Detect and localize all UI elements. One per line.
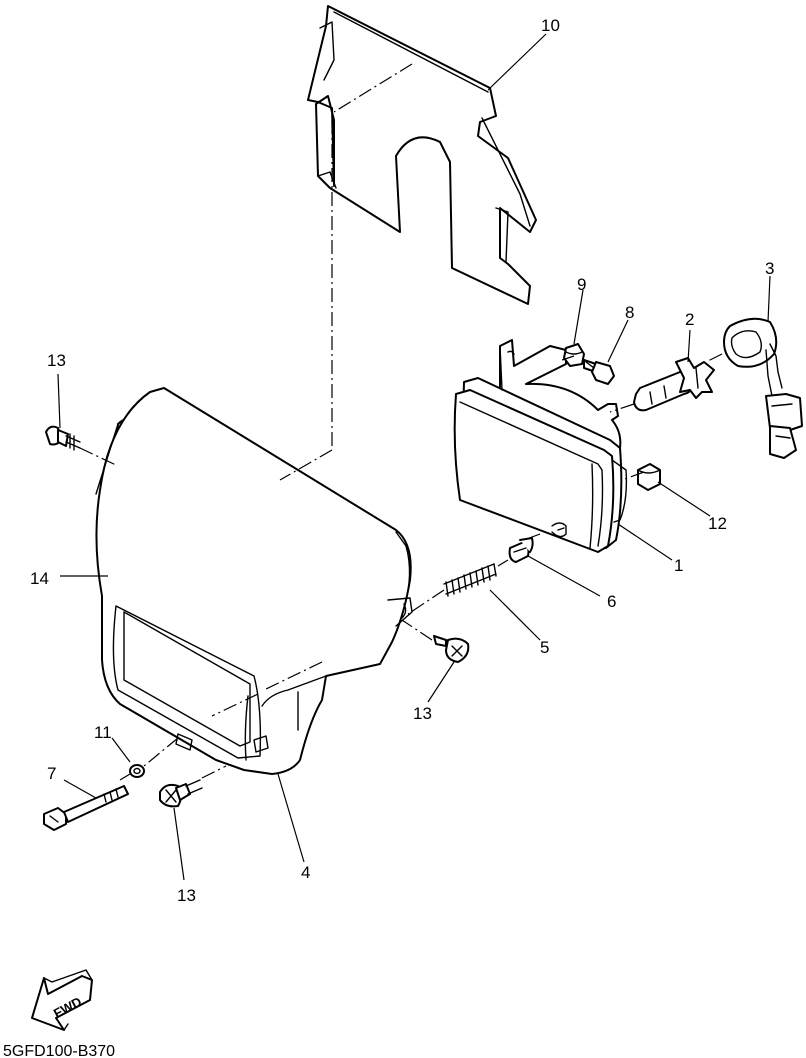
callout-7: 7 <box>47 764 56 783</box>
callout-6: 6 <box>607 592 616 611</box>
headlight-cover-part-4 <box>95 387 413 775</box>
bolt-part-8 <box>583 359 615 385</box>
callout-1: 1 <box>674 556 683 575</box>
bulb-socket-part-3 <box>723 317 803 459</box>
forward-direction-arrow: FWD <box>31 969 93 1031</box>
callout-2: 2 <box>685 310 694 329</box>
callout-10: 10 <box>541 16 560 35</box>
callout-labels: 10 9 8 2 3 12 1 6 5 13 13 14 11 7 13 4 <box>30 16 774 905</box>
screw-part-13-right <box>433 635 470 663</box>
nut-part-6 <box>508 537 534 563</box>
callout-9: 9 <box>577 275 586 294</box>
callout-13-top: 13 <box>47 351 66 370</box>
alignment-lines <box>79 63 723 781</box>
washer-part-11 <box>129 764 145 778</box>
grommet-part-9 <box>563 343 585 367</box>
long-bolt-part-7 <box>43 785 129 831</box>
callout-5: 5 <box>540 638 549 657</box>
callout-13-bottom: 13 <box>177 886 196 905</box>
callout-14: 14 <box>30 569 49 588</box>
callout-4: 4 <box>301 863 310 882</box>
screw-part-13-bottom <box>159 779 203 808</box>
headlight-stay-part-10 <box>307 5 537 305</box>
screw-part-13-top <box>45 425 81 451</box>
headlight-unit-part-1 <box>453 339 628 553</box>
diagram-code: 5GFD100-B370 <box>3 1043 115 1058</box>
callout-11: 11 <box>94 723 112 742</box>
callout-12: 12 <box>708 514 727 533</box>
spring-part-5 <box>443 563 497 597</box>
bulb-part-2 <box>633 357 715 412</box>
callout-8: 8 <box>625 303 634 322</box>
callout-13-right: 13 <box>413 704 432 723</box>
collar-part-12 <box>637 463 661 491</box>
leader-lines <box>57 33 771 881</box>
callout-3: 3 <box>765 259 774 278</box>
